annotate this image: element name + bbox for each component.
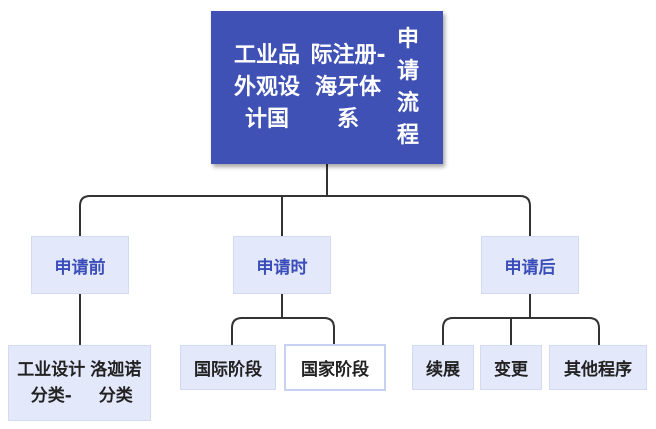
classification-line-1: 工业设计分类- [17, 360, 86, 406]
leaf-node-change: 变更 [480, 345, 542, 390]
phase-node-after: 申请后 [481, 236, 579, 294]
phase-node-during: 申请时 [233, 236, 331, 294]
leaf-node-renewal: 续展 [412, 345, 474, 390]
leaf-node-international-phase: 国际阶段 [180, 345, 276, 390]
connector-after-children [442, 294, 600, 345]
leaf-node-national-phase: 国家阶段 [284, 344, 386, 391]
connector-phase-bus [79, 195, 531, 236]
leaf-node-other-procedures: 其他程序 [549, 345, 647, 390]
root-title-line-1: 工业品外观设计国 [234, 42, 301, 132]
root-title-line-2: 际注册-海牙体系 [310, 42, 386, 132]
classification-line-2: 洛迦诺分类 [90, 360, 142, 406]
connector-during-children [231, 294, 335, 345]
root-title-line-3: 申请流程 [396, 26, 419, 148]
phase-node-before: 申请前 [31, 236, 129, 294]
leaf-node-classification: 工业设计分类- 洛迦诺分类 [8, 345, 151, 421]
root-node-title: 工业品外观设计国 际注册-海牙体系 申请流程 [211, 11, 443, 164]
